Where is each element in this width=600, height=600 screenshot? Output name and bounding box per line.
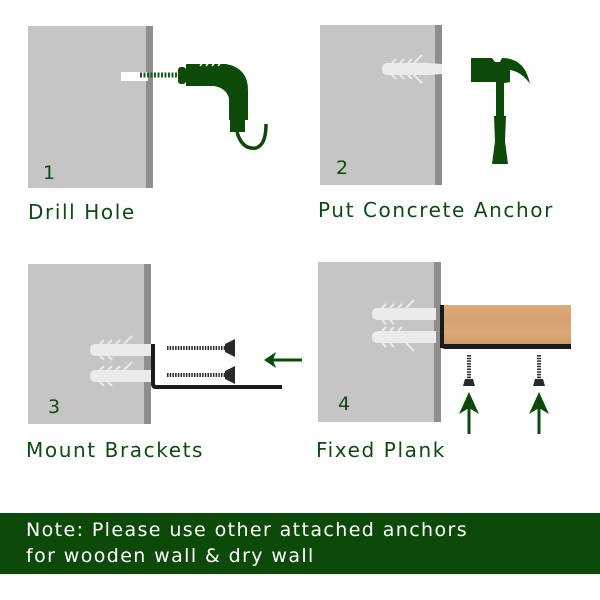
- step-number: 2: [336, 157, 349, 179]
- note-text: Note: Please use other attached anchors …: [26, 517, 468, 569]
- l-bracket: [440, 344, 571, 349]
- wall-edge: [146, 26, 153, 188]
- screw-up-icon: [463, 355, 475, 386]
- drill-hole: [121, 72, 148, 81]
- screw-up-icon: [533, 355, 545, 386]
- arrow-up-icon: [529, 392, 549, 434]
- wall-panel-step-2: 2: [320, 25, 442, 185]
- note-banner: Note: Please use other attached anchors …: [0, 513, 600, 574]
- arrow-up-icon: [459, 392, 479, 434]
- wall-panel-step-1: 1: [28, 26, 153, 188]
- l-bracket-icon: [151, 344, 282, 389]
- arrow-left-icon: [264, 352, 302, 368]
- wood-plank: [444, 305, 571, 344]
- note-line-1: Note: Please use other attached anchors: [26, 519, 469, 541]
- step-number: 1: [43, 162, 56, 184]
- step-label-put-concrete-anchor: Put Concrete Anchor: [318, 198, 554, 222]
- anchor-plugs-icon: [90, 335, 154, 387]
- note-line-2: for wooden wall & dry wall: [26, 545, 315, 567]
- anchor-plug-icon: [382, 54, 442, 84]
- hammer-icon: [471, 58, 530, 164]
- wall-edge: [434, 262, 441, 422]
- screws-icon: [167, 339, 235, 384]
- wall-edge: [435, 25, 442, 185]
- step-label-drill-hole: Drill Hole: [28, 200, 136, 224]
- anchor-plugs-icon: [372, 299, 436, 352]
- drill-icon: [140, 60, 268, 150]
- step-number: 4: [338, 393, 351, 415]
- step-label-fixed-plank: Fixed Plank: [316, 438, 446, 462]
- step-label-mount-brackets: Mount Brackets: [26, 438, 205, 462]
- l-bracket: [440, 305, 444, 348]
- step-number: 3: [48, 396, 61, 418]
